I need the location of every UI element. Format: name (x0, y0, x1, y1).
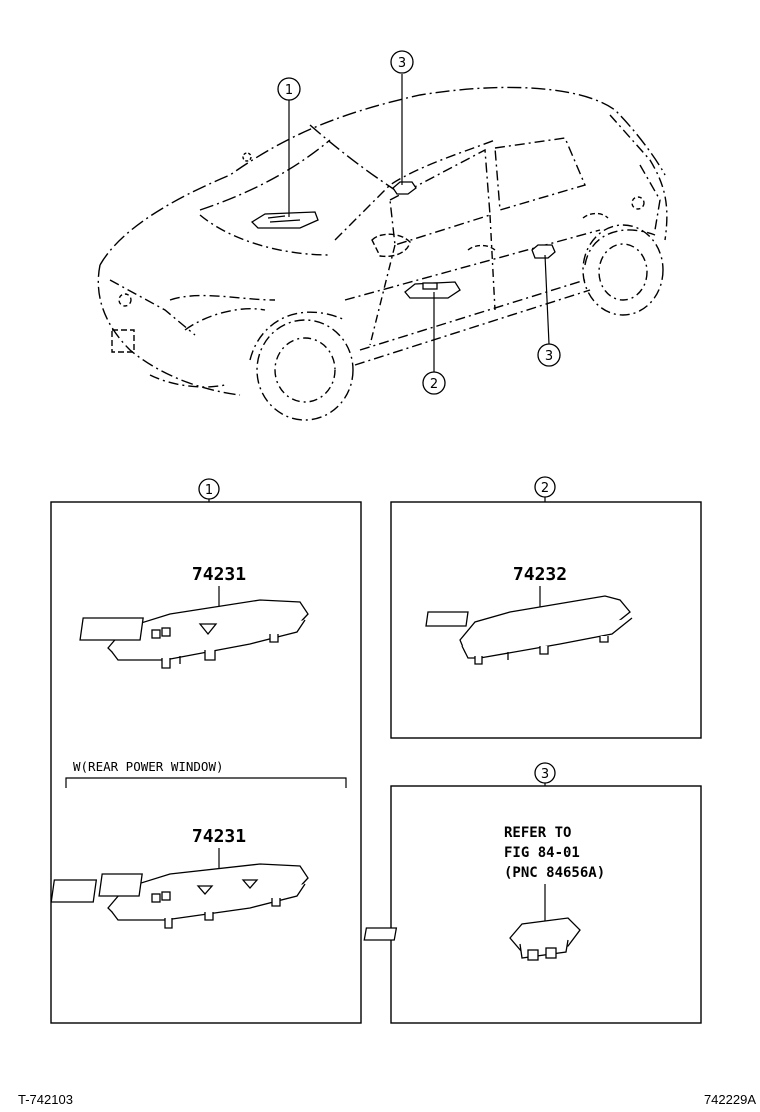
switch-74231-top (79, 599, 309, 669)
figure-code-left: T-742103 (18, 1092, 73, 1107)
panel-3: 3 REFER TO FIG 84-01 (PNC 84656A) (363, 762, 702, 1024)
switch-74232 (425, 595, 633, 665)
svg-text:1: 1 (205, 483, 213, 498)
svg-text:3: 3 (541, 767, 549, 782)
car-illustration (97, 86, 668, 421)
callout-2-car: 2 (422, 371, 446, 395)
callout-3-car-lower: 3 (537, 343, 561, 367)
car-callout-leaders (288, 74, 550, 372)
switch-74231-bottom (50, 863, 309, 929)
svg-text:3: 3 (545, 349, 553, 364)
figure-code-right: 742229A (704, 1092, 756, 1107)
reference-note-line1: REFER TO (504, 825, 571, 841)
panel-1: 1 74231 W(REAR POWER WINDOW) 74231 (50, 478, 362, 1024)
callout-3-car-upper: 3 (390, 50, 414, 74)
variant-bracket (65, 777, 347, 788)
part-number-74231-top: 74231 (192, 564, 246, 585)
svg-text:2: 2 (541, 481, 549, 496)
car-switch-locations (250, 181, 556, 299)
panel-2: 2 74232 (390, 476, 702, 739)
part-number-74232: 74232 (513, 564, 567, 585)
svg-text:1: 1 (285, 83, 293, 98)
variant-label: W(REAR POWER WINDOW) (73, 759, 224, 774)
switch-84656A (363, 917, 581, 961)
svg-text:3: 3 (398, 56, 406, 71)
reference-note-line2: FIG 84-01 (504, 845, 580, 861)
svg-text:2: 2 (430, 377, 438, 392)
reference-note-line3: (PNC 84656A) (504, 865, 605, 881)
part-number-74231-bottom: 74231 (192, 826, 246, 847)
callout-1-car: 1 (277, 77, 301, 101)
